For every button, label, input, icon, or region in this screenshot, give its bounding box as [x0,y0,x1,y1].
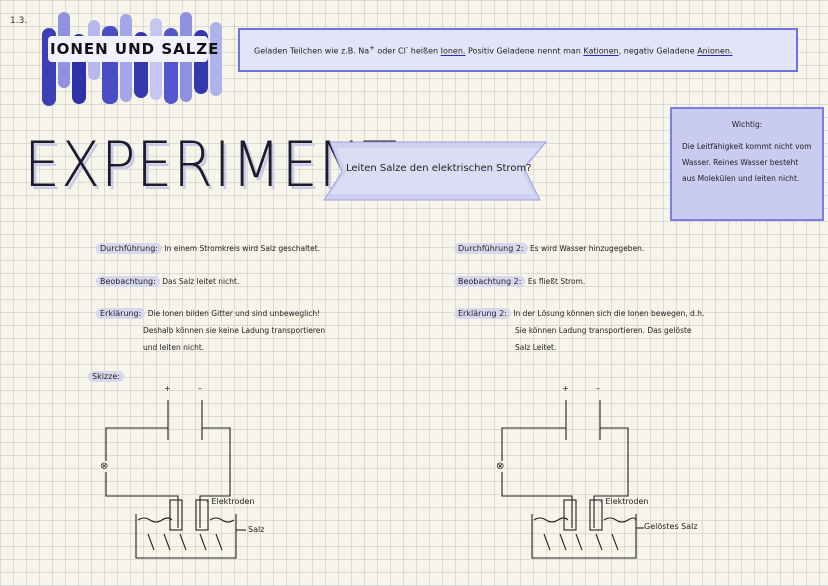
term-kationen: Kationen [583,46,619,56]
left-content-label: Salz [248,525,265,534]
question-banner [323,141,548,201]
definition-box: Geladen Teilchen wie z.B. Na+ oder Cl- h… [238,28,798,72]
page-number: 1.3. [10,16,28,26]
left-beobachtung: Beobachtung: Das Salz leitet nicht. [96,276,239,287]
right-circuit-sketch [501,400,644,559]
right-durchfuehrung: Durchführung 2: Es wird Wasser hinzugege… [454,243,644,254]
question-text: Leiten Salze den elektrischen Strom? [346,163,532,174]
left-electrode-label: - Elektroden [206,497,255,506]
term-anionen: Anionen. [697,46,733,56]
term-ionen: Ionen. [440,46,466,56]
left-erklaerung-line2: Deshalb können sie keine Ladung transpor… [143,326,326,335]
right-content-label: Gelöstes Salz [644,522,698,531]
sketch-label: Skizze: [88,371,124,382]
left-erklaerung-line3: und leiten nicht. [143,343,205,352]
topic-title: IONEN UND SALZE [50,40,220,58]
right-erklaerung-line2: Sie können Ladung transportieren. Das ge… [515,326,692,335]
left-plus: + [164,384,171,393]
left-erklaerung: Erklärung: Die Ionen bilden Gitter und s… [96,308,320,319]
left-minus: – [198,384,202,393]
right-plus: + [562,384,569,393]
left-circuit-sketch [105,400,246,559]
right-lamp-icon: ⊗ [496,461,505,472]
right-electrode-label: - Elektroden [600,497,649,506]
right-minus: – [596,384,600,393]
right-erklaerung-line3: Salz Leitet. [515,343,557,352]
left-durchfuehrung: Durchführung: In einem Stromkreis wird S… [96,243,320,254]
title-decoration [40,8,230,108]
right-erklaerung: Erklärung 2: In der Lösung können sich d… [454,308,704,319]
important-text: Die Leitfähigkeit kommt nicht vom Wasser… [682,142,812,183]
important-heading: Wichtig: [731,120,763,129]
important-note: Wichtig: Die Leitfähigkeit kommt nicht v… [670,107,824,221]
left-lamp-icon: ⊗ [100,461,109,472]
definition-text: Geladen Teilchen wie z.B. Na+ oder Cl- h… [254,44,733,56]
right-beobachtung: Beobachtung 2: Es fließt Strom. [454,276,585,287]
